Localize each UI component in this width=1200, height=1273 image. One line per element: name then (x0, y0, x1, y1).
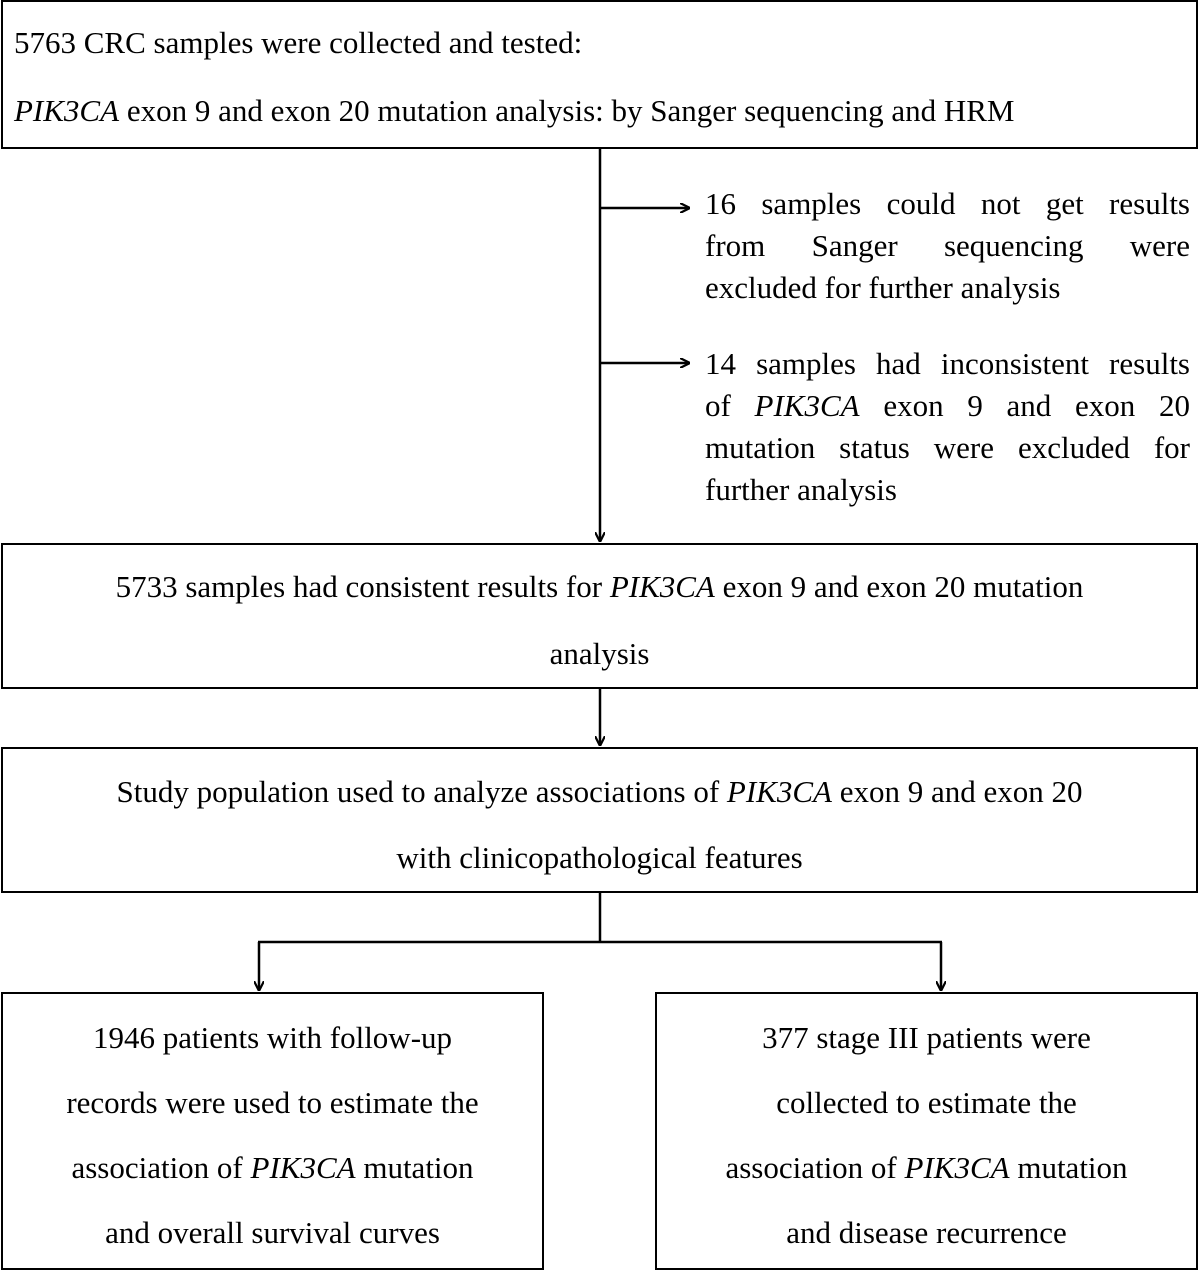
survival-box (1, 992, 544, 1270)
recurrence-line-1: 377 stage III patients were (762, 1020, 1091, 1055)
survival-line-2: records were used to estimate the (66, 1085, 479, 1120)
recurrence-line-3-pre: association of (725, 1150, 905, 1185)
consistent-line-2: analysis (549, 636, 650, 671)
exclusion-1-line-1: 16 samples could not get results (705, 186, 1190, 221)
survival-line-3-pre: association of (71, 1150, 251, 1185)
exclusion-note-2: 14 samples had inconsistent results of P… (705, 343, 1190, 511)
collection-line-1: 5763 CRC samples were collected and test… (14, 25, 583, 60)
gene-name: PIK3CA (726, 774, 832, 809)
exclusion-2-line-1: 14 samples had inconsistent results (705, 346, 1190, 381)
exclusion-1-line-2: from Sanger sequencing were (705, 228, 1190, 263)
gene-name: PIK3CA (754, 388, 860, 423)
exclusion-1-line-3: excluded for further analysis (705, 270, 1061, 305)
exclusion-2-line-4: further analysis (705, 472, 897, 507)
study-line-2: with clinicopathological features (396, 840, 803, 875)
exclusion-2-word-exon2: exon (1075, 388, 1136, 423)
recurrence-box (655, 992, 1198, 1270)
consistent-line-1-post: exon 9 and exon 20 mutation (714, 569, 1084, 604)
exclusion-note-1: 16 samples could not get results from Sa… (705, 183, 1190, 309)
collection-box (1, 0, 1198, 149)
gene-name: PIK3CA (904, 1150, 1010, 1185)
study-line-1-pre: Study population used to analyze associa… (116, 774, 727, 809)
recurrence-line-4: and disease recurrence (786, 1215, 1067, 1250)
study-population-box (1, 747, 1198, 893)
survival-line-1: 1946 patients with follow-up (92, 1020, 453, 1055)
consistent-line-1-pre: 5733 samples had consistent results for (115, 569, 610, 604)
gene-name: PIK3CA (609, 569, 715, 604)
exclusion-2-word-and: and (1006, 388, 1052, 423)
study-line-1: Study population used to analyze associa… (1, 776, 1198, 807)
exclusion-2-line-3: mutation status were excluded for (705, 430, 1190, 465)
gene-name: PIK3CA (14, 93, 120, 128)
exclusion-2-word-9: 9 (967, 388, 983, 423)
collection-line-2: PIK3CA exon 9 and exon 20 mutation analy… (14, 95, 1014, 126)
study-line-1-post: exon 9 and exon 20 (831, 774, 1083, 809)
exclusion-2-word-exon: exon (883, 388, 944, 423)
exclusion-2-word-of: of (705, 388, 731, 423)
gene-name: PIK3CA (250, 1150, 356, 1185)
collection-line-2-rest: exon 9 and exon 20 mutation analysis: by… (119, 93, 1015, 128)
recurrence-line-2: collected to estimate the (776, 1085, 1077, 1120)
recurrence-line-3-post: mutation (1009, 1150, 1128, 1185)
survival-line-3: association of PIK3CA mutation (1, 1152, 544, 1183)
consistent-line-1: 5733 samples had consistent results for … (1, 571, 1198, 602)
consistent-results-box (1, 543, 1198, 689)
survival-line-3-post: mutation (355, 1150, 474, 1185)
recurrence-line-3: association of PIK3CA mutation (655, 1152, 1198, 1183)
survival-line-4: and overall survival curves (105, 1215, 440, 1250)
exclusion-2-word-20: 20 (1159, 388, 1190, 423)
